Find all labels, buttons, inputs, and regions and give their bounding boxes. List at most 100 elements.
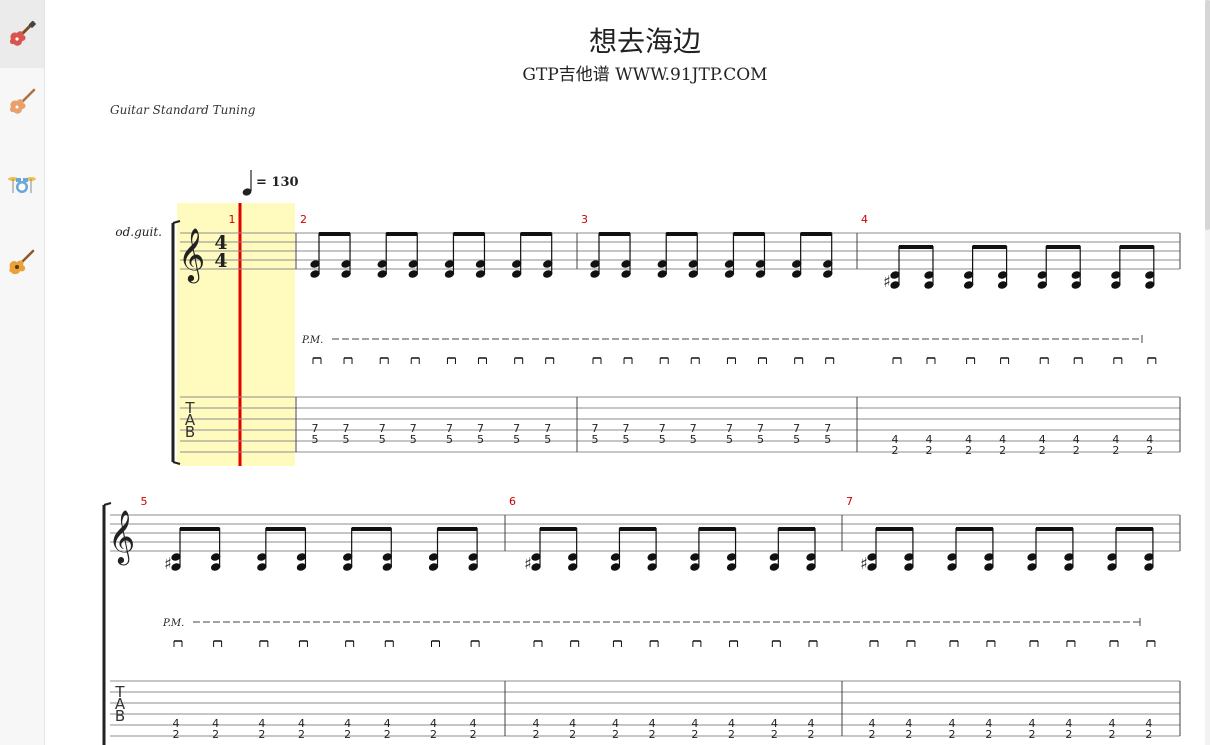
note-head bbox=[1144, 563, 1154, 571]
note-head bbox=[690, 563, 700, 571]
note-head bbox=[341, 270, 351, 278]
tab-fret-number: 4 bbox=[533, 717, 540, 730]
tab-fret-number: 4 bbox=[384, 717, 391, 730]
tab-fret-number: 4 bbox=[1073, 433, 1080, 446]
note-head bbox=[621, 270, 631, 278]
electric-guitar-track-button[interactable] bbox=[0, 0, 44, 68]
note-head bbox=[769, 553, 780, 561]
vertical-scrollbar[interactable] bbox=[1205, 0, 1210, 745]
note-head bbox=[755, 260, 766, 268]
tab-fret-number: 2 bbox=[999, 444, 1006, 457]
tab-fret-number: 2 bbox=[212, 728, 219, 741]
note-head bbox=[997, 281, 1008, 289]
tab-fret-number: 5 bbox=[446, 433, 453, 446]
note-head bbox=[724, 270, 735, 278]
note-head bbox=[791, 260, 802, 268]
note-beam bbox=[1116, 527, 1153, 531]
tab-fret-number: 2 bbox=[728, 728, 735, 741]
tab-fret-number: 2 bbox=[384, 728, 391, 741]
note-beam bbox=[876, 527, 913, 531]
tab-fret-number: 4 bbox=[949, 717, 956, 730]
tab-fret-number: 4 bbox=[258, 717, 265, 730]
note-beam bbox=[733, 232, 765, 236]
sharp-accidental: ♯ bbox=[860, 554, 868, 573]
song-title: 想去海边 bbox=[588, 25, 701, 58]
note-head bbox=[257, 553, 267, 561]
tab-fret-number: 2 bbox=[985, 728, 992, 741]
note-head bbox=[890, 281, 900, 289]
note-head bbox=[428, 553, 439, 561]
tab-fret-number: 4 bbox=[298, 717, 305, 730]
drums-track-button[interactable] bbox=[0, 148, 44, 216]
time-signature-bottom: 4 bbox=[214, 250, 227, 272]
note-head bbox=[647, 553, 657, 561]
tab-fret-number: 2 bbox=[533, 728, 540, 741]
note-head bbox=[210, 553, 221, 561]
note-head bbox=[657, 270, 667, 278]
tab-fret-number: 4 bbox=[1145, 717, 1152, 730]
note-head bbox=[1144, 553, 1154, 561]
measure-number: 5 bbox=[141, 495, 148, 508]
acoustic-guitar-track-button[interactable] bbox=[0, 228, 44, 296]
tab-fret-number: 2 bbox=[1145, 728, 1152, 741]
note-head bbox=[1027, 553, 1037, 561]
scrollbar-thumb[interactable] bbox=[1205, 0, 1210, 230]
tab-fret-number: 2 bbox=[258, 728, 265, 741]
note-head bbox=[377, 270, 387, 278]
acoustic-guitar-icon bbox=[9, 249, 35, 275]
tab-fret-number: 4 bbox=[869, 717, 876, 730]
palm-mute-label: P.M. bbox=[162, 618, 184, 629]
tab-fret-number: 2 bbox=[808, 728, 815, 741]
note-head bbox=[1037, 281, 1047, 289]
tab-fret-number: 4 bbox=[892, 433, 899, 446]
tuning-label: Guitar Standard Tuning bbox=[110, 103, 256, 117]
note-beam bbox=[1036, 527, 1073, 531]
tab-fret-number: 4 bbox=[1112, 433, 1119, 446]
note-head bbox=[1145, 271, 1155, 279]
treble-clef: 𝄞 bbox=[108, 509, 135, 565]
note-head bbox=[310, 260, 320, 268]
note-head bbox=[567, 563, 578, 571]
note-head bbox=[806, 563, 816, 571]
note-head bbox=[724, 260, 735, 268]
tab-fret-number: 2 bbox=[905, 728, 912, 741]
tab-fret-number: 2 bbox=[1112, 444, 1119, 457]
note-head bbox=[590, 270, 600, 278]
note-head bbox=[1064, 553, 1074, 561]
tab-clef-letter: B bbox=[115, 707, 125, 725]
note-beam bbox=[698, 527, 736, 531]
tab-fret-number: 4 bbox=[212, 717, 219, 730]
system-bracket-bottom bbox=[172, 461, 181, 465]
instrument-sidebar bbox=[0, 0, 45, 745]
tab-fret-number: 7 bbox=[726, 422, 733, 435]
sharp-accidental: ♯ bbox=[164, 554, 172, 573]
note-head bbox=[377, 260, 387, 268]
tab-fret-number: 5 bbox=[312, 433, 319, 446]
bass-guitar-track-button[interactable] bbox=[0, 68, 44, 136]
note-head bbox=[1064, 563, 1074, 571]
tab-fret-number: 4 bbox=[999, 433, 1006, 446]
note-head bbox=[342, 553, 353, 561]
tab-clef-letter: T bbox=[184, 399, 195, 417]
note-head bbox=[408, 270, 418, 278]
note-beam bbox=[437, 527, 478, 531]
tab-fret-number: 2 bbox=[649, 728, 656, 741]
tab-fret-number: 7 bbox=[757, 422, 764, 435]
bass-guitar-icon bbox=[10, 88, 36, 114]
tab-fret-number: 5 bbox=[757, 433, 764, 446]
note-head bbox=[924, 281, 934, 289]
note-head bbox=[531, 563, 541, 571]
note-beam bbox=[899, 245, 933, 249]
note-head bbox=[567, 553, 578, 561]
treble-clef: 𝄞 bbox=[178, 227, 205, 283]
tab-fret-number: 2 bbox=[470, 728, 477, 741]
note-beam bbox=[265, 527, 306, 531]
tab-fret-number: 4 bbox=[612, 717, 619, 730]
tab-fret-number: 2 bbox=[925, 444, 932, 457]
tab-fret-number: 5 bbox=[410, 433, 417, 446]
tab-fret-number: 2 bbox=[691, 728, 698, 741]
note-head bbox=[769, 563, 780, 571]
electric-guitar-icon bbox=[10, 20, 36, 46]
note-head bbox=[444, 260, 455, 268]
